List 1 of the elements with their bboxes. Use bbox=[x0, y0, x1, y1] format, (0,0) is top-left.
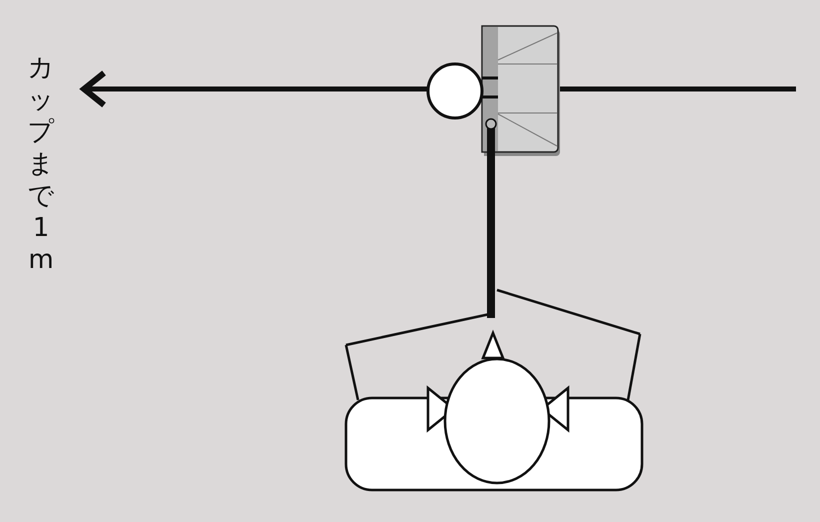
distance-label: カップまで1m bbox=[26, 52, 56, 276]
